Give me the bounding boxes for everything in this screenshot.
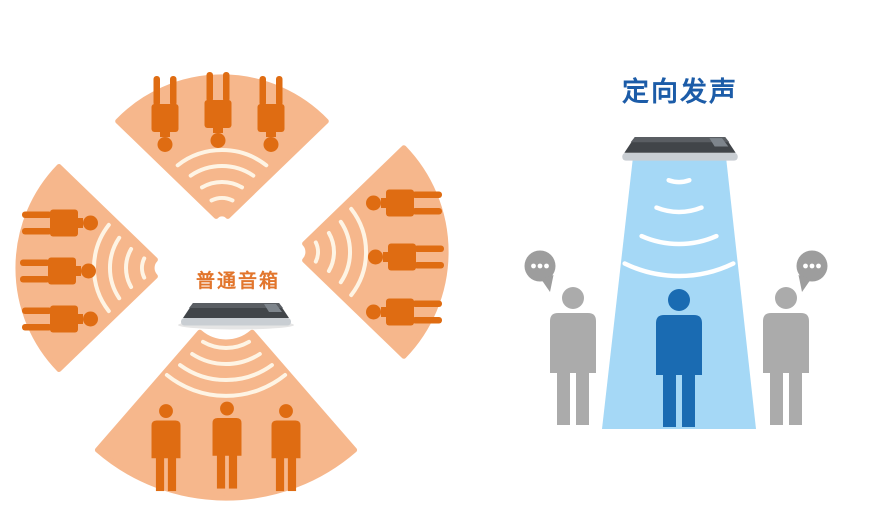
sound-wave-arc [349,206,369,298]
directional-sound-diagram [524,137,828,429]
bystander-right [763,287,809,425]
bystander-left [550,287,596,425]
speech-bubble-left [524,250,556,292]
sound-fan-right [302,145,449,359]
sound-wave-arc [200,180,244,190]
beam-wave-arc [639,233,719,247]
sound-wave-arc [326,231,336,273]
speech-bubble-right [796,250,828,292]
directional-speaker-icon [622,137,738,161]
sound-wave-arc [175,148,269,168]
flat-speaker-icon [181,303,291,326]
beam-wave-arc [622,261,736,279]
sound-fan-down [94,329,358,501]
sound-wave-arc [124,247,134,289]
sound-wave-arc [188,164,256,178]
beam-wave-arc [654,205,704,215]
sound-wave-arc [190,352,262,366]
directional-sound-title: 定向发声 [622,77,738,107]
sound-fan-up [115,72,329,219]
sound-wave-arc [164,373,288,398]
beam-wave-arc [666,177,692,185]
sound-wave-arc [178,363,274,383]
sound-wave-arc [108,235,122,301]
omnidirectional-speaker-diagram [15,72,449,501]
sound-wave-arc [313,240,320,264]
sound-wave-arc [201,339,251,350]
omni-speaker-label: 普通音箱 [195,271,280,292]
sound-wave-arc [209,195,235,203]
sound-fan-left [15,164,158,372]
omni-speaker-device [178,303,294,330]
sound-wave-arc [338,219,352,285]
sound-wave-arc [140,256,147,280]
